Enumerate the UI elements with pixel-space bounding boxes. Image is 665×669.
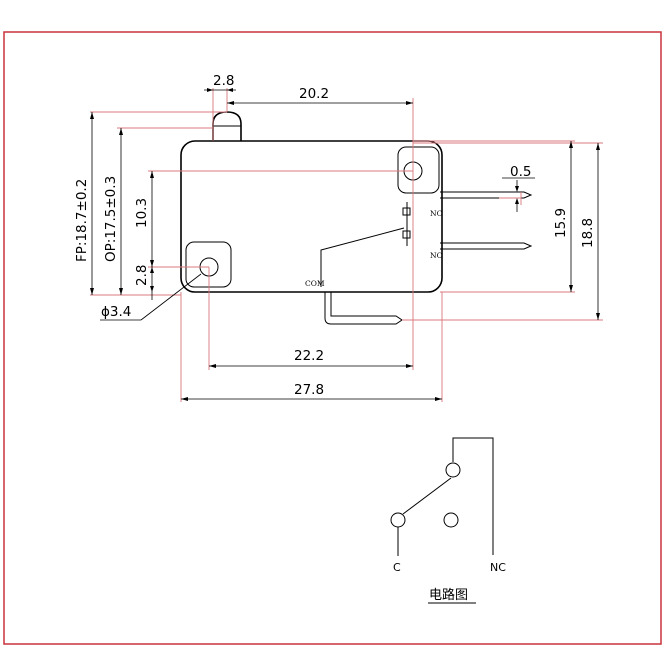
common-lever <box>320 227 405 287</box>
com-terminal <box>324 292 403 325</box>
dim-15-9: 15.9 <box>553 208 569 238</box>
common-contact <box>390 512 406 528</box>
dimension-lines <box>90 88 600 401</box>
circuit-c-label: C <box>393 561 401 574</box>
no-terminal <box>440 242 533 250</box>
dim-fp: FP:18.7±0.2 <box>74 179 90 262</box>
outer-frame <box>3 31 662 645</box>
mounting-boss-top <box>397 146 440 194</box>
dim-20-2: 20.2 <box>299 86 329 102</box>
dim-18-8: 18.8 <box>580 218 596 248</box>
dim-2-8-left: 2.8 <box>134 265 150 286</box>
no-terminal-label: NO <box>430 251 443 260</box>
circuit-nc-label: NC <box>490 561 506 574</box>
dim-op: OP:17.5±0.3 <box>103 176 119 262</box>
dim-10-3: 10.3 <box>134 198 150 228</box>
switch-body <box>180 111 533 325</box>
no-contact <box>443 512 459 528</box>
nc-contact <box>445 462 461 478</box>
circuit-caption: 电路图 <box>429 587 468 603</box>
dim-0-5: 0.5 <box>510 164 531 180</box>
nc-terminal <box>440 191 533 199</box>
dim-22-2: 22.2 <box>294 348 324 364</box>
nc-terminal-label: NC <box>430 209 443 218</box>
switch-arm <box>402 477 452 515</box>
extension-lines <box>90 88 603 402</box>
dim-27-8: 27.8 <box>294 382 324 398</box>
dim-2-8-top: 2.8 <box>213 73 234 89</box>
circuit-diagram <box>390 437 494 556</box>
com-terminal-label: COM <box>305 279 325 288</box>
housing <box>180 140 443 293</box>
mounting-boss-bottom <box>185 241 232 288</box>
dim-phi-3-4: ϕ3.4 <box>101 304 131 320</box>
